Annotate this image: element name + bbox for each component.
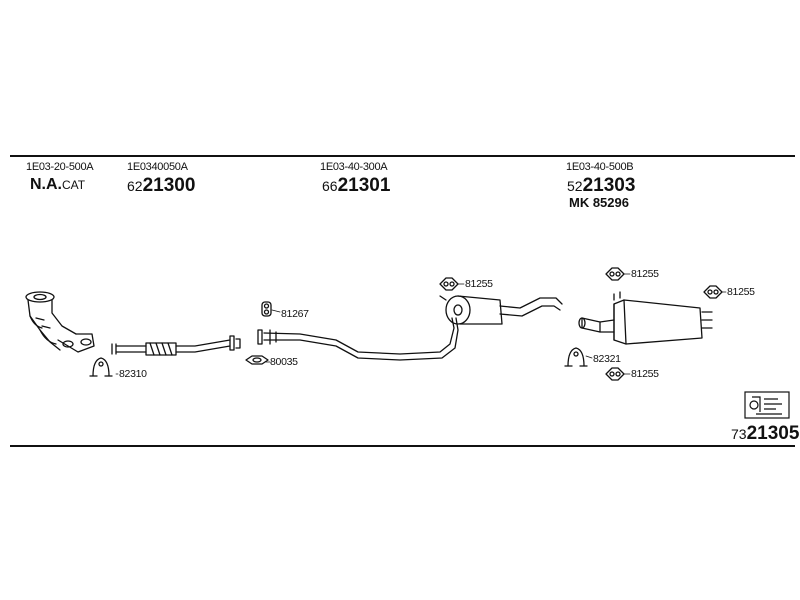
oem-number-4: 1E03-40-500B (566, 161, 634, 173)
na-cat-label: N.A.CAT (30, 177, 85, 193)
middle-pipe-part[interactable] (257, 295, 563, 361)
callout-81255-top-right-1[interactable]: 81255 (631, 268, 659, 280)
callout-81255-top-right-2[interactable]: 81255 (727, 286, 755, 298)
pn-main: 21303 (582, 175, 636, 196)
parts-diagram-icon (744, 391, 790, 419)
part-number-4[interactable]: 5221303 (567, 176, 635, 195)
bottom-rule (10, 445, 795, 447)
callout-81267[interactable]: 81267 (281, 308, 309, 320)
oem-number-2: 1E0340050A (127, 161, 188, 173)
part-number-2[interactable]: 6221300 (127, 176, 195, 195)
na-label: N.A. (30, 176, 62, 193)
oem-number-3: 1E03-40-300A (320, 161, 388, 173)
pn-prefix: 73 (731, 426, 747, 442)
pn-prefix: 62 (127, 178, 143, 194)
catalyst-manifold-part[interactable] (25, 291, 95, 353)
rear-muffler-part[interactable] (578, 291, 713, 345)
pn-prefix: 66 (322, 178, 338, 194)
callout-80035[interactable]: 80035 (270, 356, 298, 368)
callout-82310[interactable]: 82310 (119, 368, 147, 380)
part-number-3[interactable]: 6621301 (322, 176, 390, 195)
pn-prefix: 52 (567, 178, 583, 194)
clamp-82310-part[interactable] (89, 357, 113, 377)
top-rule (10, 155, 795, 157)
callout-82321[interactable]: 82321 (593, 353, 621, 365)
pn-main: 21300 (142, 175, 196, 196)
clamp-82321-part[interactable] (564, 347, 588, 367)
pn-main: 21305 (746, 423, 800, 444)
hanger-81255-br-part[interactable] (605, 367, 625, 381)
footer-part-number[interactable]: 7321305 (731, 424, 799, 443)
pn-main: 21301 (337, 175, 391, 196)
hanger-81255-tr2-part[interactable] (703, 285, 723, 299)
hanger-81255-tr1-part[interactable] (605, 267, 625, 281)
front-pipe-part[interactable] (111, 335, 241, 356)
oem-number-1: 1E03-20-500A (26, 161, 94, 173)
mk-kit-number: MK 85296 (569, 195, 629, 210)
callout-81255-mid[interactable]: 81255 (465, 278, 493, 290)
ring-80035-part[interactable] (245, 355, 269, 365)
callout-81255-bottom-right[interactable]: 81255 (631, 368, 659, 380)
gasket-81267-part[interactable] (261, 301, 272, 317)
cat-label: CAT (62, 178, 86, 192)
